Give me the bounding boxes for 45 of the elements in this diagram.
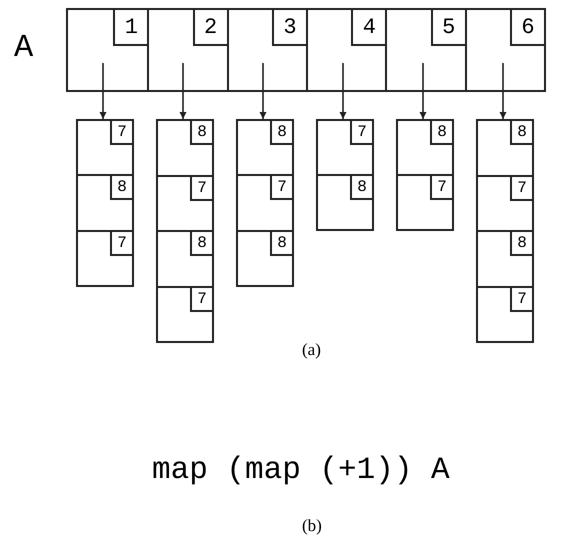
cell-index: 7 (430, 176, 452, 200)
cell-index: 8 (270, 232, 292, 256)
cell-index: 7 (110, 121, 132, 145)
array-cell (226, 10, 306, 90)
code-expression: map (map (+1)) A (152, 455, 450, 486)
cell-index: 7 (270, 176, 292, 200)
cell-index: 8 (110, 176, 132, 200)
cell-index: 8 (430, 121, 452, 145)
list-box (156, 119, 214, 343)
cell-index: 7 (190, 176, 212, 200)
arrow (100, 63, 106, 119)
cell-index: 8 (350, 176, 372, 200)
cell-index: 7 (510, 288, 532, 312)
cell-index: 5 (430, 10, 465, 46)
list-box (236, 119, 294, 287)
cell-index: 7 (350, 121, 372, 145)
cell-index: 8 (190, 121, 212, 145)
arrow (180, 63, 186, 119)
cell-index: 8 (510, 121, 532, 145)
array-cell (464, 10, 544, 90)
cell-index: 7 (110, 232, 132, 256)
cell-index: 6 (510, 10, 544, 46)
cell-index: 1 (113, 10, 148, 46)
list-box (476, 119, 534, 343)
cell-index: 2 (192, 10, 227, 46)
arrow (420, 63, 426, 119)
cell-index: 7 (510, 176, 532, 200)
panel-caption: (a) (302, 341, 321, 358)
array-name: A (14, 32, 34, 64)
cell-index: 7 (190, 288, 212, 312)
arrow (500, 63, 506, 119)
panel-caption: (b) (302, 517, 322, 534)
arrow (260, 63, 266, 119)
cell-index: 3 (272, 10, 306, 46)
array-cell (306, 10, 386, 90)
cell-index: 4 (351, 10, 386, 46)
cell-index: 8 (190, 232, 212, 256)
cell-index: 8 (510, 232, 532, 256)
array-cell (385, 10, 465, 90)
cell-index: 8 (270, 121, 292, 145)
arrow (340, 63, 346, 119)
list-box (316, 119, 374, 231)
array-cell (147, 10, 227, 90)
list-box (76, 119, 134, 287)
list-box (396, 119, 454, 231)
